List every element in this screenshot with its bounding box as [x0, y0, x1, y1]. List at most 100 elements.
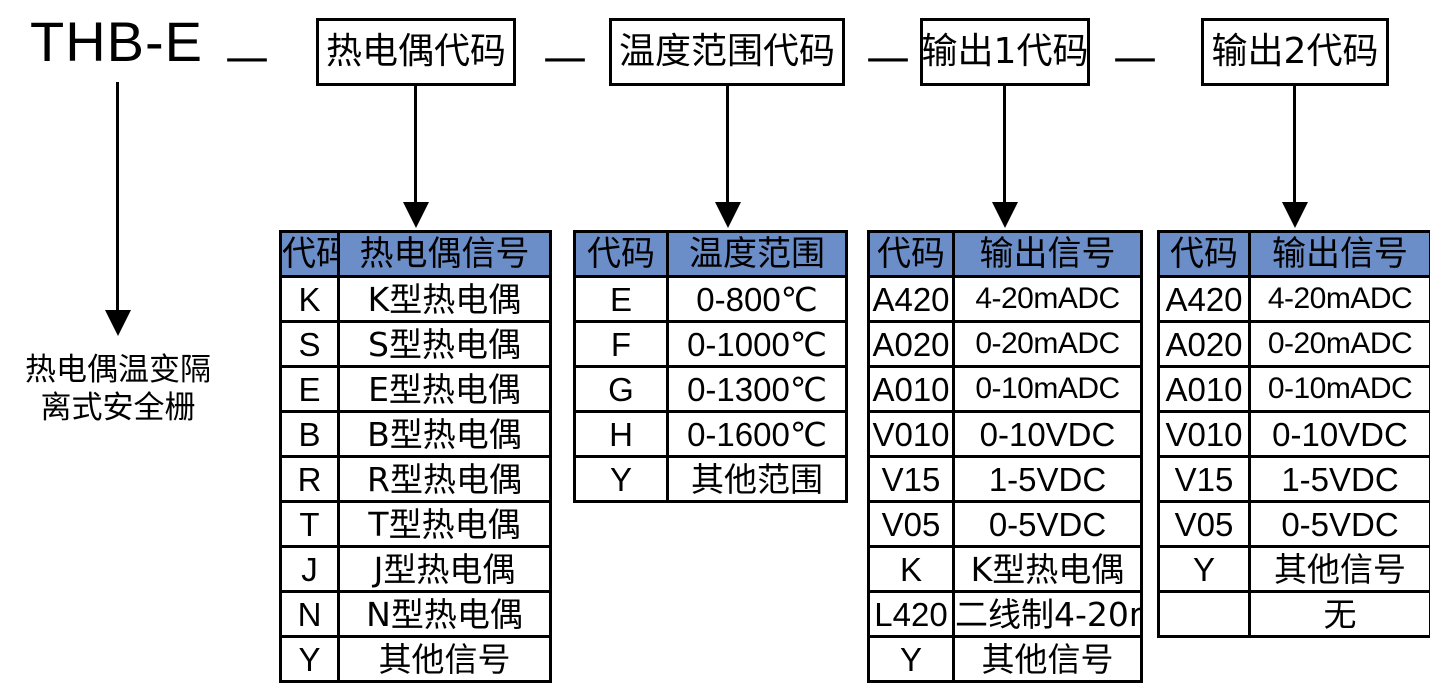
model-root-code: THB-E	[30, 14, 203, 70]
cell-code: G	[575, 367, 668, 412]
cell-value: 0-1600℃	[668, 412, 847, 457]
cell-code: V05	[869, 502, 954, 547]
cell-code: Y	[281, 637, 339, 682]
cell-code: Y	[869, 637, 954, 682]
column-header-code: 代码	[869, 232, 954, 277]
leaf-label-line-1: 热电偶温变隔	[0, 352, 236, 390]
cell-code: V05	[1159, 502, 1250, 547]
cell-code: K	[281, 277, 339, 322]
cell-code: A010	[869, 367, 954, 412]
thermocouple-code-table: 代码 热电偶信号 KK型热电偶SS型热电偶EE型热电偶BB型热电偶RR型热电偶T…	[279, 230, 552, 683]
connector-line-root	[116, 82, 119, 312]
cell-code: R	[281, 457, 339, 502]
cell-code: V010	[869, 412, 954, 457]
cell-value: 0-10VDC	[1250, 412, 1430, 457]
separator-dash-4: —	[1113, 36, 1157, 80]
cell-code: V15	[869, 457, 954, 502]
leaf-label-line-2: 离式安全栅	[0, 390, 236, 428]
header-box-output1-code: 输出1代码	[920, 18, 1090, 86]
table-row: 无	[1159, 592, 1430, 637]
separator-dash-3: —	[866, 36, 910, 80]
cell-value: K型热电偶	[339, 277, 551, 322]
cell-value: 4-20mADC	[1250, 277, 1430, 322]
cell-value: 0-5VDC	[1250, 502, 1430, 547]
cell-code: A420	[1159, 277, 1250, 322]
cell-code: T	[281, 502, 339, 547]
cell-code: V15	[1159, 457, 1250, 502]
cell-value: T型热电偶	[339, 502, 551, 547]
cell-value: 0-1300℃	[668, 367, 847, 412]
cell-value: J型热电偶	[339, 547, 551, 592]
cell-code: E	[281, 367, 339, 412]
cell-code: A020	[869, 322, 954, 367]
table-header-row: 代码 输出信号	[869, 232, 1142, 277]
header-box-output2-code: 输出2代码	[1201, 18, 1389, 86]
column-header-code: 代码	[281, 232, 339, 277]
cell-value: K型热电偶	[954, 547, 1142, 592]
cell-code: E	[575, 277, 668, 322]
column-header-code: 代码	[575, 232, 668, 277]
cell-code	[1159, 592, 1250, 637]
cell-code: Y	[1159, 547, 1250, 592]
connector-line-segment-1	[414, 86, 417, 204]
header-box-thermocouple-code: 热电偶代码	[316, 18, 516, 86]
cell-code: A010	[1159, 367, 1250, 412]
cell-value: R型热电偶	[339, 457, 551, 502]
arrowhead-segment-3	[992, 202, 1018, 228]
header-box-temperature-range-code: 温度范围代码	[609, 18, 845, 86]
cell-code: Y	[575, 457, 668, 502]
cell-value: E型热电偶	[339, 367, 551, 412]
cell-code: S	[281, 322, 339, 367]
cell-code: B	[281, 412, 339, 457]
table-header-row: 代码 温度范围	[575, 232, 847, 277]
cell-value: 其他信号	[339, 637, 551, 682]
cell-code: A020	[1159, 322, 1250, 367]
arrowhead-segment-1	[403, 202, 429, 228]
cell-value: 其他范围	[668, 457, 847, 502]
cell-code: L420	[869, 592, 954, 637]
cell-code: H	[575, 412, 668, 457]
column-header-range: 温度范围	[668, 232, 847, 277]
column-header-signal: 输出信号	[954, 232, 1142, 277]
cell-value: 0-20mADC	[1250, 322, 1430, 367]
cell-value: 0-10mADC	[1250, 367, 1430, 412]
table-header-row: 代码 热电偶信号	[281, 232, 551, 277]
cell-value: 1-5VDC	[1250, 457, 1430, 502]
connector-line-segment-4	[1293, 86, 1296, 204]
cell-value: 其他信号	[954, 637, 1142, 682]
arrowhead-segment-2	[715, 202, 741, 228]
cell-value: 4-20mADC	[954, 277, 1142, 322]
cell-value: 二线制4-20mA	[954, 592, 1142, 637]
cell-value: 0-5VDC	[954, 502, 1142, 547]
cell-value: 0-1000℃	[668, 322, 847, 367]
column-header-code: 代码	[1159, 232, 1250, 277]
column-header-signal: 热电偶信号	[339, 232, 551, 277]
cell-value: 0-20mADC	[954, 322, 1142, 367]
